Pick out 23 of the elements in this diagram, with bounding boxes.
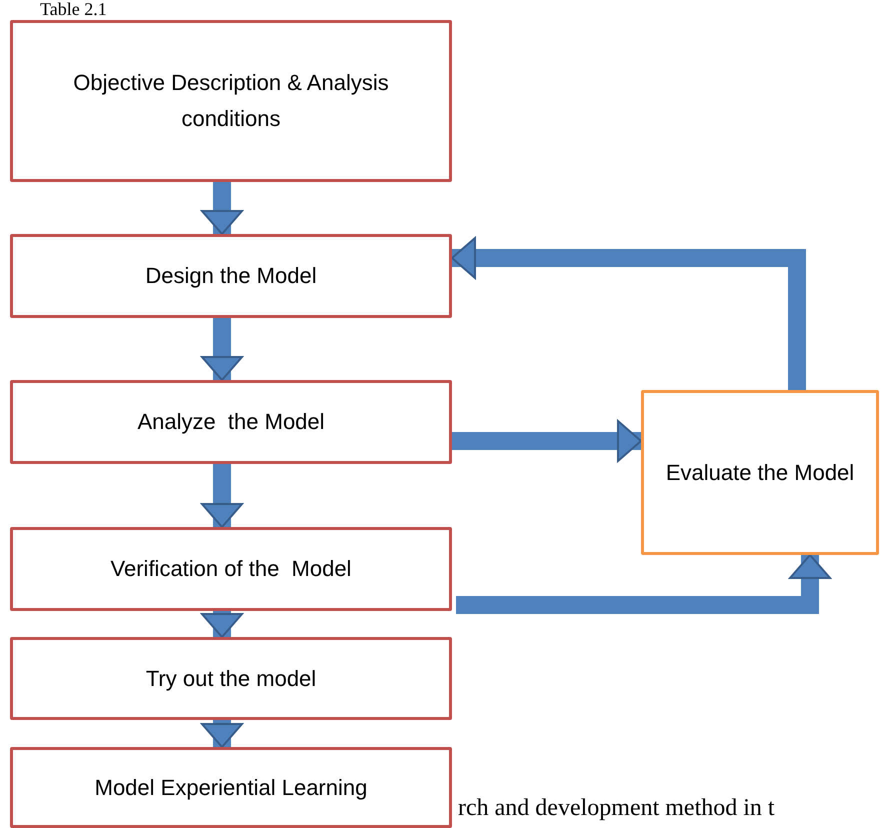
block-arrow (456, 554, 831, 614)
process-box (10, 747, 452, 828)
process-box (641, 390, 879, 555)
block-arrow (201, 318, 243, 381)
box-label: Verification of the Model (110, 555, 352, 583)
box-label: Try out the model (146, 664, 316, 693)
box-label: Analyze the Model (137, 408, 325, 436)
caption-fragment: rch and development method in t (458, 795, 775, 821)
block-arrow (451, 237, 806, 390)
process-box (10, 234, 452, 318)
process-box (10, 637, 452, 720)
process-box (10, 527, 452, 611)
block-arrow (201, 611, 243, 638)
process-box (10, 20, 452, 182)
box-label: Model Experiential Learning (94, 774, 368, 802)
block-arrow (201, 720, 243, 748)
box-label: Evaluate the Model (666, 458, 854, 486)
box-label: Objective Description & Analysis conditions (72, 69, 390, 133)
block-arrow (201, 182, 243, 235)
process-box (10, 380, 452, 464)
block-arrow (201, 464, 243, 528)
block-arrow (452, 420, 642, 462)
box-label: Design the Model (145, 262, 317, 290)
